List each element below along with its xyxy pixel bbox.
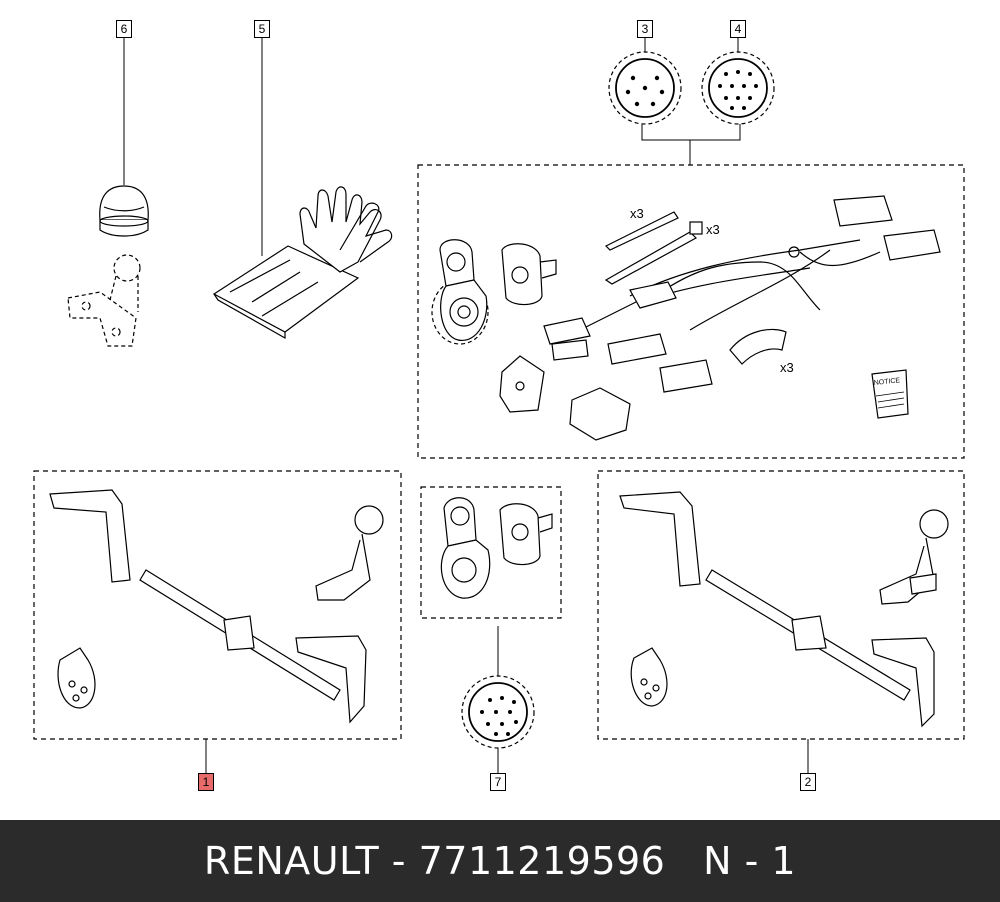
part-5-label: 5	[254, 20, 270, 38]
part-6-label: 6	[116, 20, 132, 38]
part-4-label: 4	[730, 20, 746, 38]
wiring-kit-illustration	[431, 195, 941, 441]
ball-cap-illustration	[67, 37, 149, 347]
clip-qty: x3	[706, 222, 720, 237]
wiring-kit-frame	[417, 164, 965, 459]
socket-kit-7-illustration	[440, 497, 553, 773]
clamp-qty: x3	[780, 360, 794, 375]
footer-bar: RENAULT - 7711219596 N - 1	[0, 820, 1000, 902]
towbar-kit-2-frame	[597, 470, 965, 740]
towbar-1-illustration	[49, 489, 384, 773]
part-1-label: 1	[198, 773, 214, 791]
part-3-label: 3	[637, 20, 653, 38]
notice-label: NOTICE	[873, 377, 900, 387]
connector-faces	[608, 37, 775, 165]
gloves-bag-illustration	[212, 37, 393, 340]
cable-tie-qty: x3	[630, 206, 644, 221]
part-2-label: 2	[800, 773, 816, 791]
part-7-label: 7	[490, 773, 506, 791]
towbar-2-illustration	[619, 491, 949, 773]
part-number-caption: RENAULT - 7711219596 N - 1	[203, 839, 797, 883]
parts-diagram: x3 x3 x3 NOTICE	[33, 37, 965, 773]
towbar-kit-1-frame	[33, 470, 402, 740]
